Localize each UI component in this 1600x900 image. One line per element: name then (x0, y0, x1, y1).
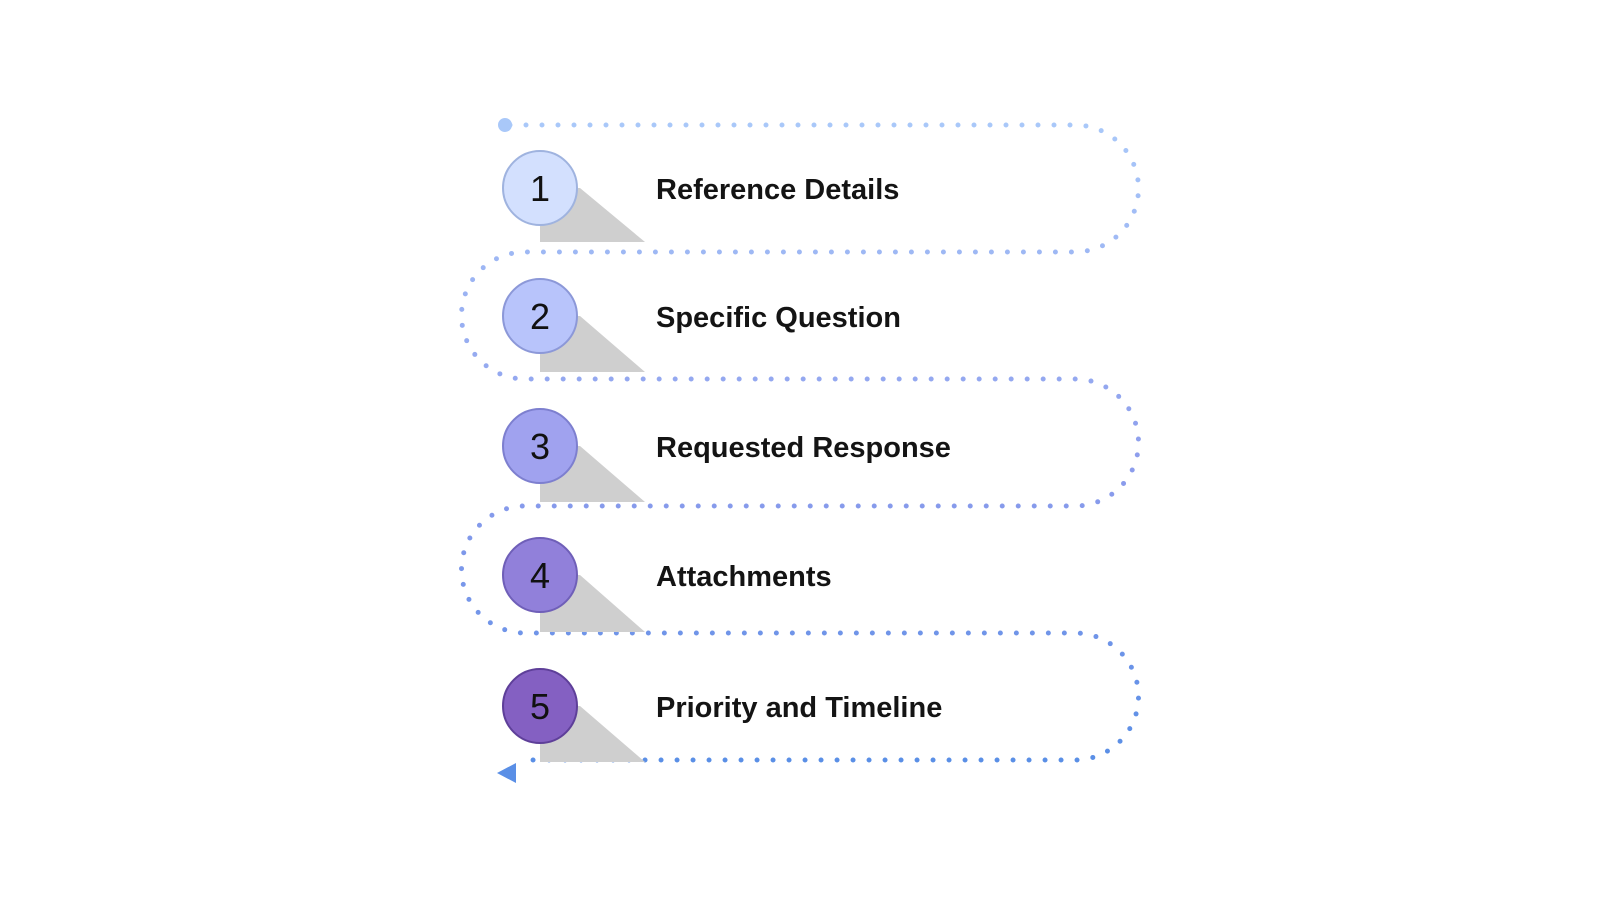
step-row-2: 2 Specific Question (502, 278, 901, 372)
step-label: Specific Question (656, 302, 901, 334)
step-number: 3 (530, 426, 550, 467)
step-number: 5 (530, 686, 550, 727)
step-number: 4 (530, 555, 550, 596)
step-number: 1 (530, 168, 550, 209)
flow-start-dot (498, 118, 512, 132)
flow-path (459, 122, 1141, 763)
step-label: Priority and Timeline (656, 692, 942, 724)
step-row-4: 4 Attachments (502, 537, 832, 632)
flow-end-arrow-icon (497, 763, 516, 783)
step-label: Requested Response (656, 432, 951, 464)
step-number-circle (502, 668, 578, 744)
step-row-5: 5 Priority and Timeline (502, 668, 942, 762)
step-label: Reference Details (656, 174, 899, 206)
step-row-1: 1 Reference Details (502, 150, 899, 242)
step-number-circle (502, 150, 578, 226)
step-number-circle (502, 537, 578, 613)
step-number-circle (502, 278, 578, 354)
step-number-circle (502, 408, 578, 484)
step-number: 2 (530, 296, 550, 337)
step-label: Attachments (656, 561, 832, 593)
step-row-3: 3 Requested Response (502, 408, 951, 502)
